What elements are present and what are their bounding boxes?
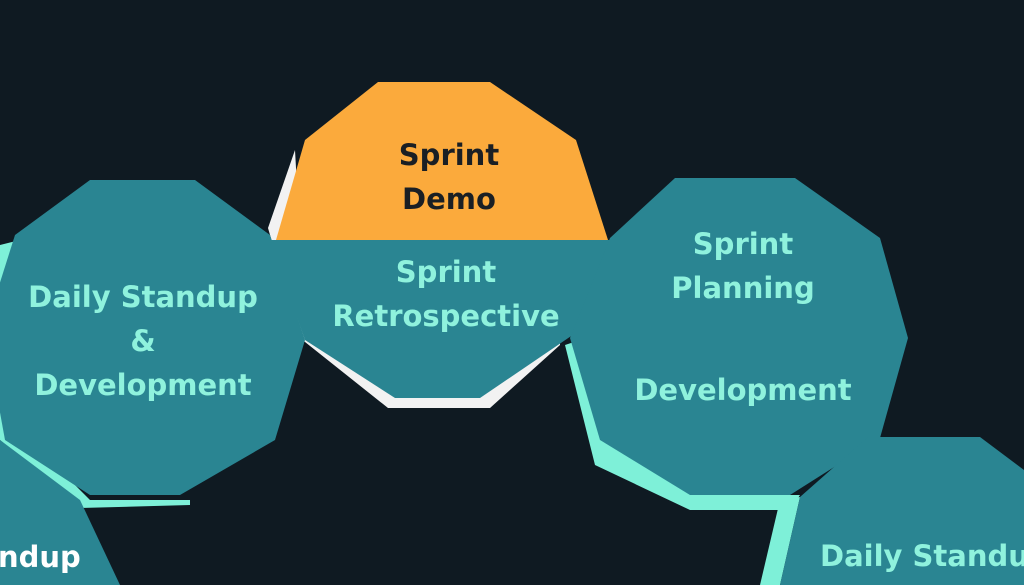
sprint-planning-shape (570, 178, 908, 495)
daily-standup-left-shape (0, 180, 305, 495)
bottom-right-node-shape (780, 437, 1024, 585)
daily-standup-left-line3: Development (34, 368, 252, 402)
daily-standup-bottom-left-label: ndup (0, 535, 81, 579)
development-right-label: Development (613, 368, 873, 412)
right-mint-shadow-shape (565, 340, 800, 510)
daily-standup-bottom-right-line1: Daily Standup (820, 539, 1024, 573)
sprint-planning-line1: Sprint (692, 227, 794, 261)
sprint-retrospective-shape (270, 240, 610, 398)
sprint-retrospective-label: Sprint Retrospective (316, 250, 576, 338)
sprint-retrospective-line2: Retrospective (332, 299, 560, 333)
bottom-left-node-shape (0, 440, 120, 585)
sprint-demo-line1: Sprint (398, 138, 500, 172)
sprint-planning-label: Sprint Planning (633, 222, 853, 310)
development-right-line: Development (634, 373, 852, 407)
sprint-demo-shape (276, 82, 608, 240)
daily-standup-left-line1: Daily Standup (28, 280, 258, 314)
daily-standup-left-line2: & (130, 324, 156, 358)
daily-standup-bottom-right-label: Daily Standup (820, 534, 1024, 578)
daily-standup-left-label: Daily Standup & Development (13, 275, 273, 407)
bottom-right-mint-shadow-shape (760, 497, 800, 585)
sprint-retrospective-line1: Sprint (395, 255, 497, 289)
sprint-demo-line2: Demo (402, 182, 496, 216)
sprint-demo-label: Sprint Demo (349, 133, 549, 221)
daily-standup-bottom-left-line1: ndup (0, 540, 81, 574)
sprint-planning-line2: Planning (671, 271, 815, 305)
